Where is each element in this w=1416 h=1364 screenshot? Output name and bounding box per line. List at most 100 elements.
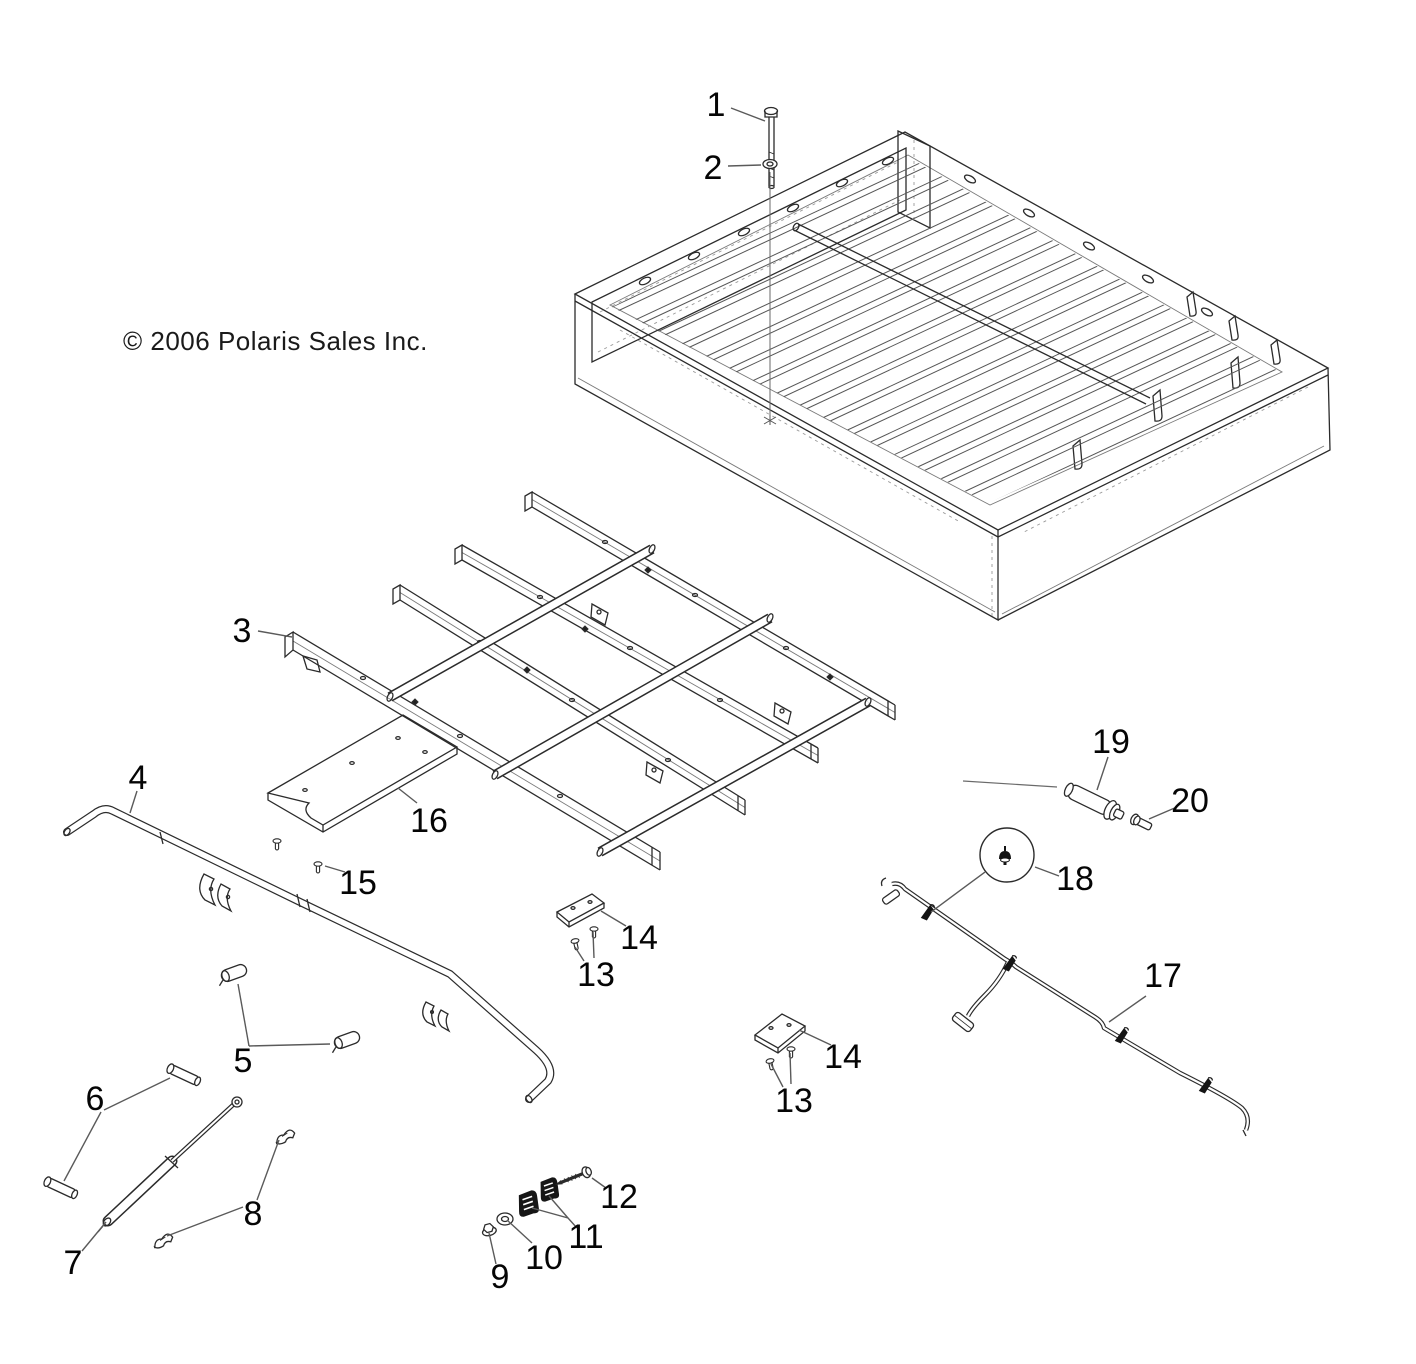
- clamp-part-11: [518, 1177, 560, 1217]
- callout-4: 4: [129, 759, 148, 814]
- leader-line: [548, 1195, 569, 1219]
- part-number-9: 9: [491, 1258, 510, 1296]
- leader-line: [789, 1052, 792, 1085]
- leader-line: [1034, 866, 1060, 877]
- pin-part-6: [43, 1063, 202, 1200]
- mounting-plate-part-14: [555, 893, 606, 928]
- pivot-pin-part-19: [1063, 782, 1125, 821]
- leader-line: [591, 1177, 607, 1189]
- leader-line: [103, 1077, 171, 1111]
- part-number-12: 12: [600, 1178, 638, 1216]
- part-number-13: 13: [577, 956, 615, 994]
- callout-17: 17: [1108, 957, 1182, 1023]
- leader-line: [770, 1063, 784, 1088]
- part-number-17: 17: [1144, 957, 1182, 995]
- callout-1: 1: [707, 86, 766, 124]
- leader-line: [930, 871, 986, 913]
- frame-rail: [392, 583, 746, 816]
- callout-8: 8: [166, 1139, 280, 1237]
- screw-part-12: [555, 1166, 592, 1185]
- callout-14: 14: [798, 1029, 862, 1076]
- part-number-11: 11: [568, 1218, 603, 1256]
- part-number-16: 16: [410, 802, 448, 840]
- part-number-10: 10: [525, 1239, 563, 1277]
- screw-part-13: [569, 926, 796, 1072]
- callout-7: 7: [64, 1221, 107, 1282]
- leader-line: [488, 1232, 497, 1265]
- part-number-3: 3: [233, 612, 252, 650]
- detail-circle-part-18: [979, 827, 1035, 883]
- callout-12: 12: [591, 1177, 638, 1216]
- part-number-14: 14: [824, 1038, 862, 1076]
- leader-line: [63, 1111, 102, 1182]
- leader-line: [592, 931, 595, 959]
- frame-assembly: [266, 490, 896, 871]
- cargo-box: [573, 129, 1331, 622]
- tailgate-panel: [591, 146, 907, 364]
- washer-part-2: [762, 158, 778, 170]
- part-number-15: 15: [339, 864, 377, 902]
- bumper-part-5: [218, 963, 361, 1054]
- leader-line: [324, 865, 346, 873]
- part-number-14: 14: [620, 919, 658, 957]
- leader-line: [237, 983, 250, 1047]
- frame-brackets: [590, 602, 792, 784]
- leader-line: [1096, 756, 1109, 791]
- callout-3: 3: [233, 612, 293, 650]
- part-number-20: 20: [1171, 782, 1209, 820]
- gas-strut-part-7: [97, 1096, 243, 1233]
- part-number-7: 7: [64, 1244, 83, 1282]
- leader-line: [397, 787, 418, 804]
- nut-part-9: [481, 1222, 497, 1237]
- front-left-wall: [574, 294, 999, 622]
- install-reference-line: [962, 780, 1058, 788]
- bolt-part-1: [763, 106, 779, 190]
- callout-15: 15: [324, 864, 377, 902]
- leader-line: [256, 1139, 280, 1201]
- leader-line: [600, 910, 627, 927]
- box-support-bar: [792, 222, 1151, 405]
- callout-18: 18: [930, 860, 1094, 913]
- screw-part-15: [272, 838, 323, 874]
- leader-line: [574, 946, 585, 962]
- callout-14: 14: [600, 910, 658, 957]
- callout-13: 13: [574, 931, 615, 994]
- part-number-19: 19: [1092, 723, 1130, 761]
- callout-10: 10: [506, 1219, 563, 1277]
- frame-rail: [454, 543, 819, 764]
- floor-slats: [612, 157, 1280, 503]
- mounting-plate-part-14: [753, 1013, 807, 1054]
- box-rim-outer: [573, 131, 1330, 531]
- part-number-8: 8: [244, 1195, 263, 1233]
- latch-rod-part-17: [880, 877, 1251, 1137]
- leader-line: [730, 107, 766, 122]
- rim-holes-right: [963, 174, 1214, 317]
- leader-line: [1108, 995, 1147, 1023]
- part-number-1: 1: [707, 86, 726, 124]
- part-number-4: 4: [129, 759, 148, 797]
- leader-line: [506, 1219, 533, 1244]
- callout-16: 16: [397, 787, 448, 840]
- rim-holes-left: [638, 156, 895, 286]
- leader-line: [1148, 806, 1178, 820]
- callout-6: 6: [63, 1077, 171, 1182]
- leader-line: [257, 630, 293, 638]
- frame-cross-tubes: [386, 544, 872, 857]
- callout-9: 9: [488, 1232, 510, 1296]
- flange-bolt-part-20: [1129, 813, 1153, 831]
- support-tube-part-4: [63, 805, 555, 1104]
- box-rim-lip: [574, 300, 1329, 538]
- part-number-13: 13: [775, 1082, 813, 1120]
- leader-line: [798, 1029, 832, 1046]
- leader-line: [129, 790, 138, 814]
- leader-line: [248, 1043, 331, 1047]
- clip-part-8: [153, 1129, 296, 1249]
- front-right-wall: [991, 367, 1331, 621]
- part-number-2: 2: [704, 149, 723, 187]
- callout-20: 20: [1148, 782, 1209, 820]
- part-number-5: 5: [234, 1042, 253, 1080]
- callout-5: 5: [234, 983, 331, 1080]
